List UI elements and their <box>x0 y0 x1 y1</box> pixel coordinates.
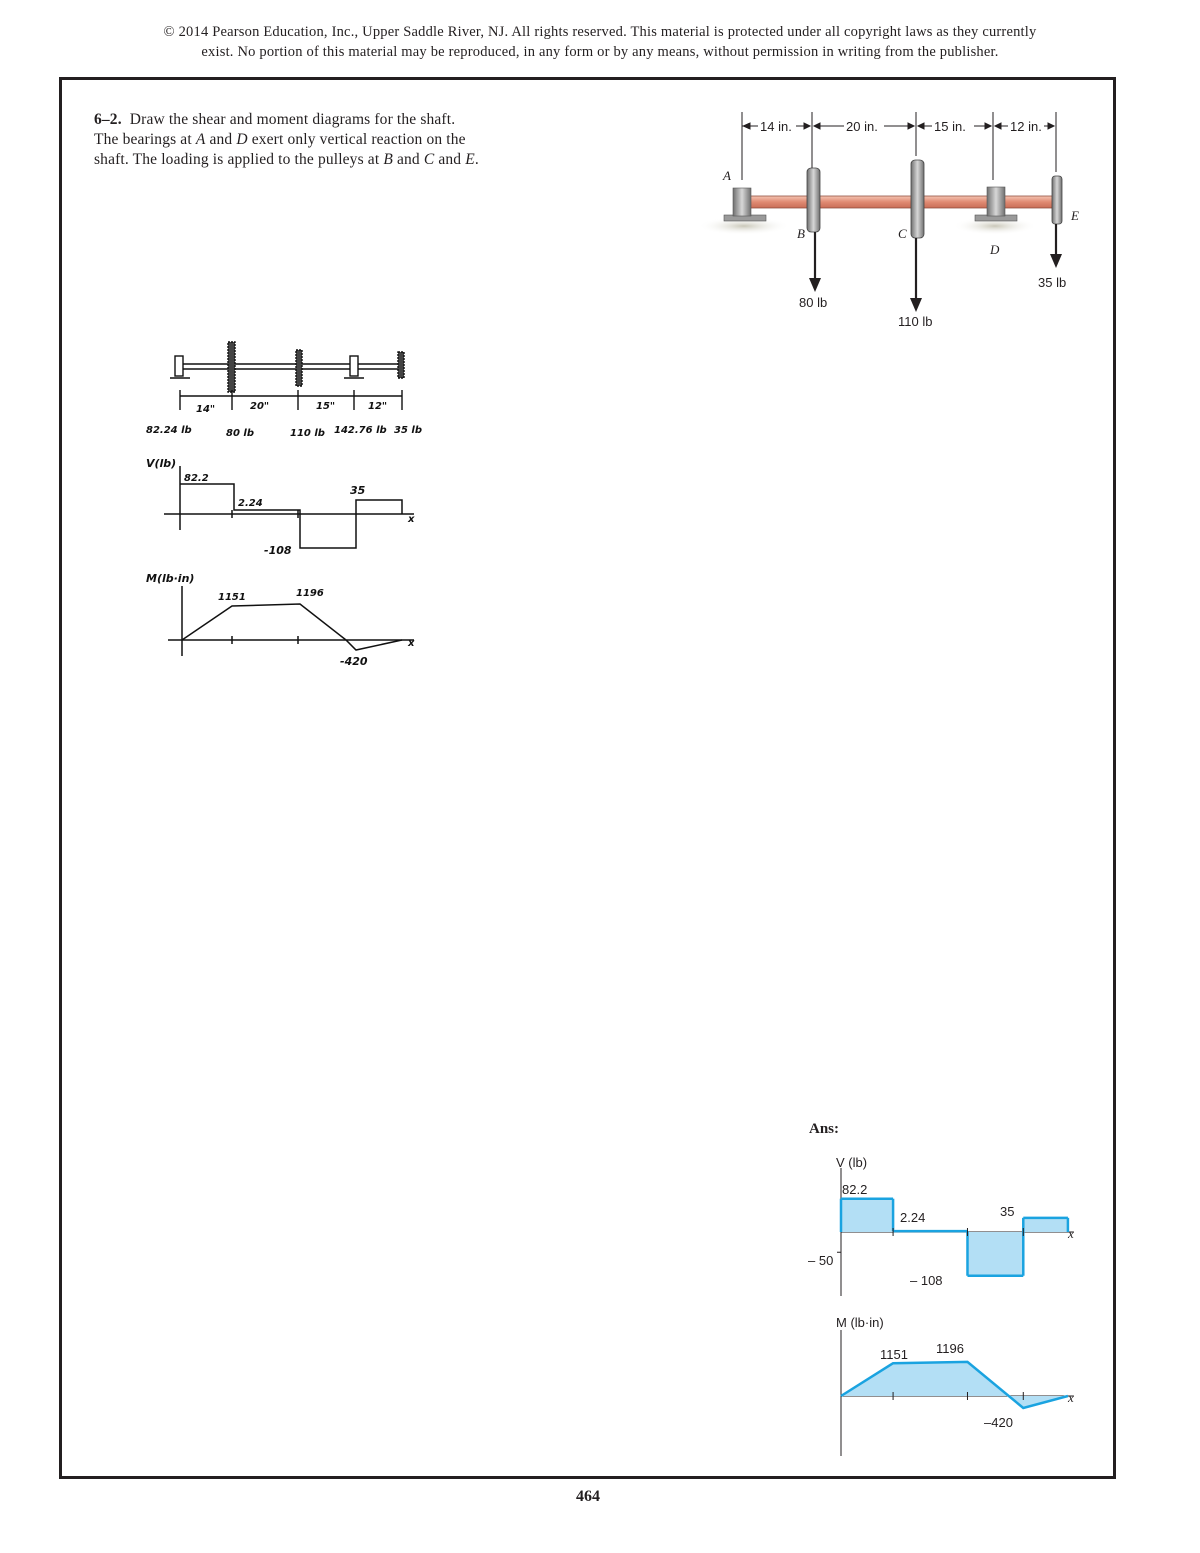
copyright-notice: © 2014 Pearson Education, Inc., Upper Sa… <box>40 22 1160 62</box>
load-35lb: 35 lb <box>1038 275 1066 290</box>
load-80lb: 80 lb <box>799 295 827 310</box>
dimension-arrows <box>742 122 1056 130</box>
page-frame <box>59 77 1116 1479</box>
v-bar <box>967 1232 1024 1276</box>
m-label-420: –420 <box>984 1415 1013 1430</box>
m-line <box>840 1360 1069 1410</box>
hand-load-b: 80 lb <box>226 428 254 439</box>
v-tick-label: – 50 <box>808 1253 833 1268</box>
page-number: 464 <box>576 1488 600 1505</box>
hand-v-2: 2.24 <box>238 498 263 509</box>
point-label-c: C <box>898 226 907 241</box>
hand-load-e: 35 lb <box>394 425 422 436</box>
hand-m-420: -420 <box>340 655 368 668</box>
hand-dim-15: 15" <box>316 401 335 412</box>
hand-dim-12: 12" <box>368 401 387 412</box>
bearing-a <box>723 187 767 222</box>
hand-m-x: x <box>407 638 415 649</box>
bearing-d <box>974 186 1018 222</box>
shear-diagram <box>837 1168 1074 1296</box>
problem-statement: 6–2. Draw the shear and moment diagrams … <box>94 110 554 170</box>
point-label-e: E <box>1070 208 1079 223</box>
problem-text: exert only vertical reaction on the <box>247 131 466 148</box>
point-label: B <box>383 151 393 168</box>
problem-text: and <box>205 131 237 148</box>
hand-m-1196: 1196 <box>296 588 324 599</box>
problem-text: The bearings at <box>94 131 196 148</box>
hand-reaction-a: 82.24 lb <box>146 425 192 436</box>
dim-15in: 15 in. <box>934 119 966 134</box>
hand-load-c: 110 lb <box>290 428 325 439</box>
copyright-line-2: exist. No portion of this material may b… <box>201 44 999 60</box>
point-label-d: D <box>989 242 1000 257</box>
dimension-lines <box>741 112 1057 180</box>
ground-shadow-a <box>698 217 790 235</box>
hand-reaction-d: 142.76 lb <box>334 425 387 436</box>
m-label-1196: 1196 <box>936 1341 964 1356</box>
point-label: A <box>195 131 206 148</box>
hand-v-108: -108 <box>264 544 292 557</box>
load-110lb: 110 lb <box>898 314 932 329</box>
copyright-line-1: © 2014 Pearson Education, Inc., Upper Sa… <box>163 24 1037 40</box>
m-label-1151: 1151 <box>880 1347 908 1362</box>
problem-number: 6–2. <box>94 111 122 128</box>
m-axis-label: M (lb·in) <box>836 1315 884 1330</box>
load-arrows <box>809 224 1062 312</box>
hand-v-82: 82.2 <box>184 473 209 484</box>
hand-v-axis-label: V(lb) <box>146 457 176 470</box>
pulley-b <box>806 167 821 233</box>
m-x-label: x <box>1067 1390 1074 1405</box>
v-label-82: 82.2 <box>842 1182 867 1197</box>
point-label-b: B <box>797 226 805 241</box>
problem-text-line1: Draw the shear and moment diagrams for t… <box>129 111 456 128</box>
problem-text: shaft. The loading is applied to the pul… <box>94 151 384 168</box>
hand-m-1151: 1151 <box>218 592 246 603</box>
ground-shadow-d <box>953 217 1037 235</box>
v-bar <box>841 1198 894 1232</box>
moment-diagram <box>840 1330 1074 1456</box>
v-bar <box>1023 1217 1068 1232</box>
dim-12in: 12 in. <box>1010 119 1042 134</box>
hand-dim-14: 14" <box>196 404 215 415</box>
hand-m-axis-label: M(lb·in) <box>146 572 194 585</box>
problem-text: . <box>474 151 479 168</box>
pulley-c <box>910 159 925 239</box>
answer-title: Ans: <box>809 1121 839 1137</box>
v-x-label: x <box>1067 1226 1074 1241</box>
hand-v-35: 35 <box>350 484 366 497</box>
v-label-35: 35 <box>1000 1204 1014 1219</box>
point-label: C <box>423 151 435 168</box>
point-label: E <box>465 151 475 168</box>
v-label-108: – 108 <box>910 1273 943 1288</box>
point-label: D <box>236 131 248 148</box>
hand-v-x: x <box>407 514 415 525</box>
dim-14in: 14 in. <box>760 119 792 134</box>
v-label-2: 2.24 <box>900 1210 925 1225</box>
problem-text: and <box>434 151 466 168</box>
problem-text: and <box>392 151 424 168</box>
m-area <box>841 1361 1068 1408</box>
hand-m-diagram <box>168 586 414 656</box>
hand-v-diagram <box>164 466 414 549</box>
v-axis-label: V (lb) <box>836 1155 867 1170</box>
point-label-a: A <box>722 168 731 183</box>
hand-shaft-sketch <box>170 341 405 410</box>
hand-dim-20: 20" <box>250 401 269 412</box>
dim-20in: 20 in. <box>846 119 878 134</box>
